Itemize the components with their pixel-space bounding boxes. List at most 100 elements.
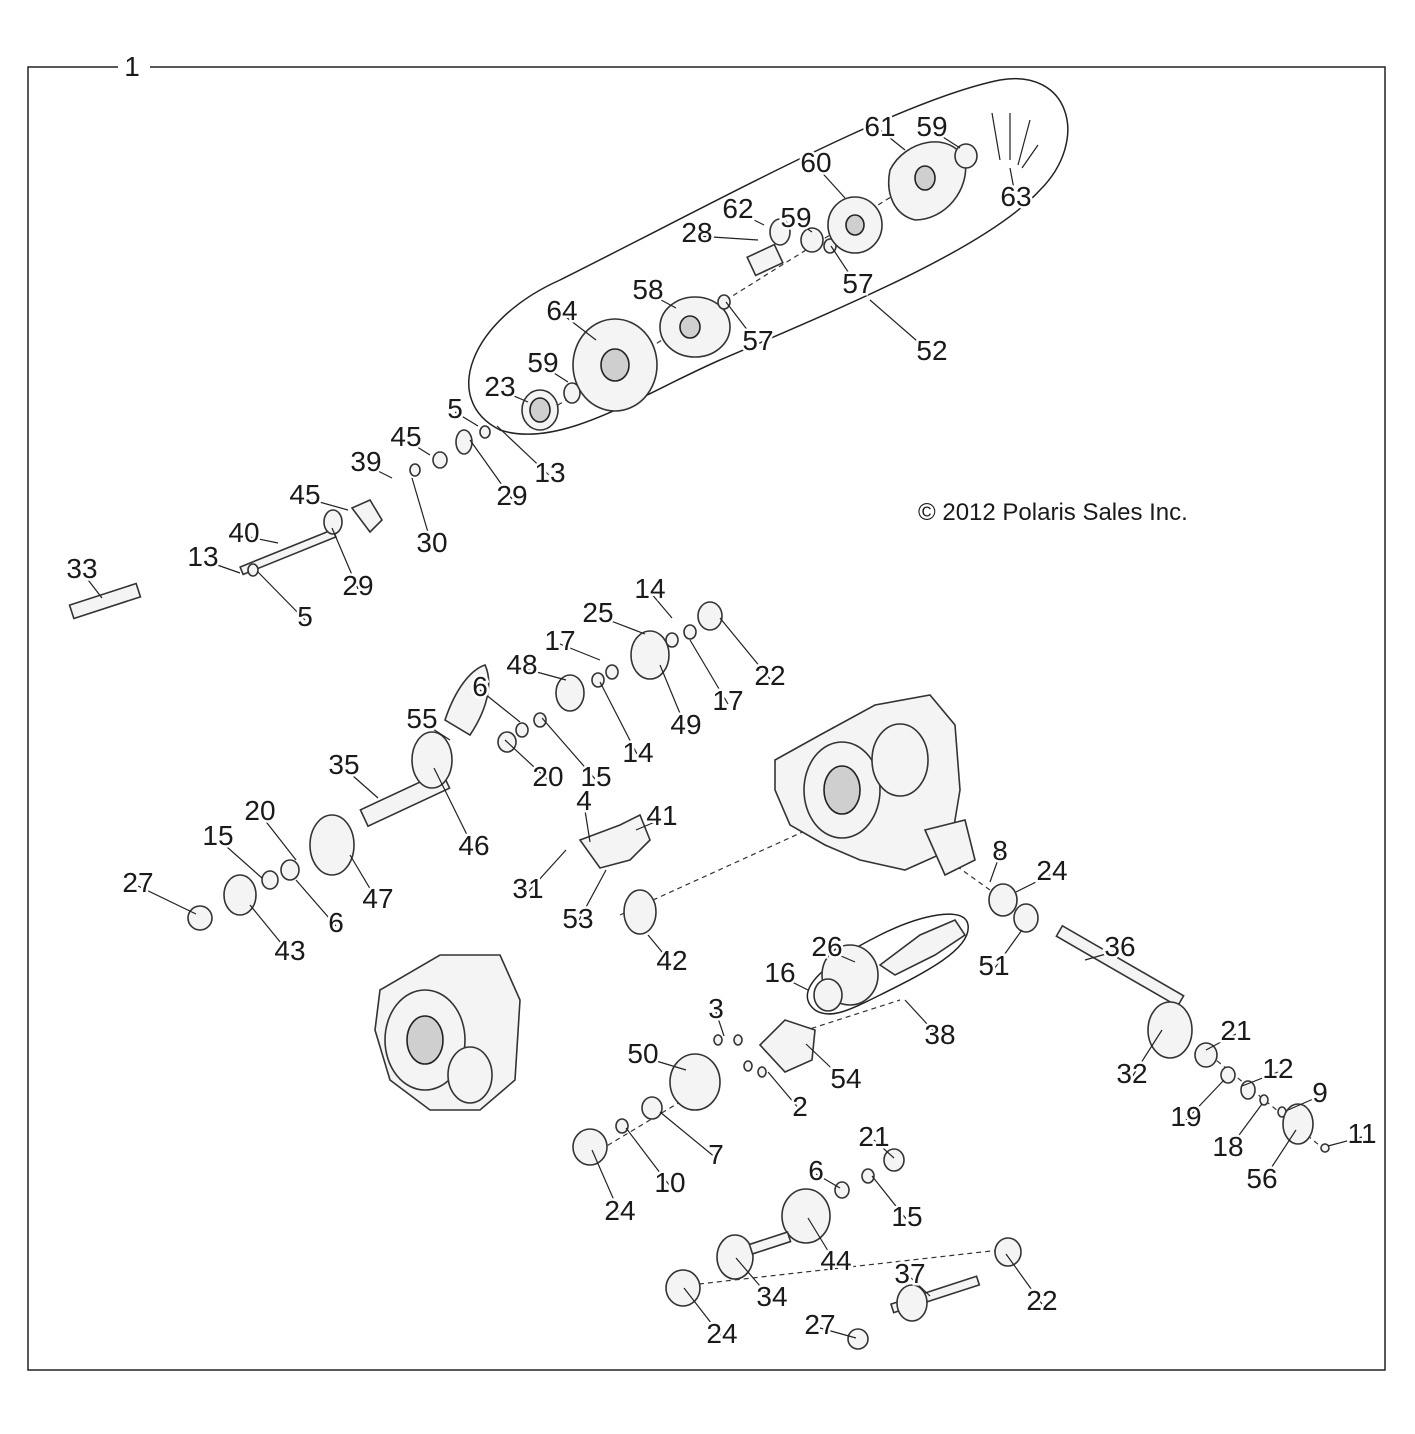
callout-label-c5a: 5 (297, 601, 313, 632)
leader-line-c6a (479, 689, 521, 723)
callout-label-c53: 53 (562, 903, 593, 934)
leader-line-c17a (559, 643, 601, 661)
leader-line-c57b (830, 245, 859, 288)
leader-line-c35 (343, 767, 379, 799)
callout-label-c5b: 5 (447, 393, 463, 424)
callout-label-c57a: 57 (742, 325, 773, 356)
leader-line-c17b (689, 639, 729, 705)
parts-middle-group (187, 601, 723, 935)
callout-label-c19: 19 (1170, 1101, 1201, 1132)
leader-line-c58 (647, 292, 677, 309)
callout-label-c37: 37 (894, 1258, 925, 1289)
leader-line-c57a (725, 301, 759, 345)
callout-label-c63: 63 (1000, 181, 1031, 212)
leader-line-c18 (1227, 1103, 1263, 1151)
leader-line-c59a (542, 365, 569, 383)
leader-line-c54 (805, 1043, 847, 1083)
callout-label-c20b: 20 (244, 795, 275, 826)
callout-label-c2: 2 (792, 1091, 808, 1122)
callout-label-c59a: 59 (527, 347, 558, 378)
leader-line-c9 (1287, 1095, 1321, 1111)
callout-label-c12: 12 (1262, 1053, 1293, 1084)
leader-line-c60 (815, 165, 846, 199)
callout-label-c26: 26 (811, 931, 842, 962)
callout-label-c14b: 14 (622, 737, 653, 768)
leader-line-c27a (137, 885, 197, 915)
leader-line-c11 (1327, 1136, 1363, 1147)
callout-label-c8: 8 (992, 835, 1008, 866)
leader-line-c6c (815, 1173, 841, 1189)
callout-label-c55: 55 (406, 703, 437, 734)
callout-label-c64: 64 (546, 295, 577, 326)
leader-line-c21a (1205, 1033, 1237, 1051)
leader-line-c43 (249, 904, 291, 955)
callout-label-c23: 23 (484, 371, 515, 402)
callout-label-c3: 3 (708, 993, 724, 1024)
callout-label-c13a: 13 (187, 541, 218, 572)
assembly-label: 1 (124, 51, 140, 82)
callout-label-c41: 41 (646, 800, 677, 831)
callout-label-c4: 4 (576, 785, 592, 816)
callout-label-c47: 47 (362, 883, 393, 914)
callout-label-c10: 10 (654, 1167, 685, 1198)
callout-label-c48: 48 (506, 649, 537, 680)
leader-line-c36 (1084, 949, 1121, 961)
leader-line-c7 (659, 1111, 717, 1159)
callout-label-c52: 52 (916, 335, 947, 366)
leader-line-c26 (826, 949, 856, 963)
callout-label-c43: 43 (274, 935, 305, 966)
callout-label-c14a: 14 (634, 573, 665, 604)
callout-label-c6a: 6 (472, 671, 488, 702)
gearcase-housing-right (774, 694, 976, 877)
leader-line-c52 (869, 299, 933, 355)
callout-label-c15a: 15 (580, 761, 611, 792)
leader-line-c15b (217, 838, 263, 879)
group-outline-52 (468, 77, 1069, 435)
leader-line-c32 (1131, 1029, 1163, 1078)
leader-line-c27b (819, 1327, 857, 1339)
callout-label-c39: 39 (350, 446, 381, 477)
leader-line-c53 (577, 869, 607, 923)
leader-line-c46 (433, 767, 475, 850)
copyright-notice: © 2012 Polaris Sales Inc. (918, 499, 1188, 526)
callout-label-c24a: 24 (1036, 855, 1067, 886)
callout-label-c16: 16 (764, 957, 795, 988)
callout-label-c15c: 15 (891, 1201, 922, 1232)
callout-label-c29b: 29 (496, 480, 527, 511)
leader-line-c38 (904, 999, 941, 1039)
leader-line-c5b (454, 411, 479, 427)
callout-label-c62: 62 (722, 193, 753, 224)
leader-line-c3 (715, 1011, 725, 1037)
leader-line-c30 (411, 477, 433, 547)
callout-label-c27a: 27 (122, 867, 153, 898)
callout-label-c44: 44 (820, 1245, 851, 1276)
callout-label-c22a: 22 (754, 660, 785, 691)
leader-line-c40 (243, 535, 279, 544)
callout-label-c38: 38 (924, 1019, 955, 1050)
leader-line-c51 (993, 929, 1023, 970)
leader-line-c14b (599, 681, 639, 757)
leader-line-c39 (365, 464, 393, 479)
callout-label-c40: 40 (228, 517, 259, 548)
callout-label-c28: 28 (681, 217, 712, 248)
leader-line-c37 (909, 1276, 931, 1297)
leader-line-c50 (642, 1056, 687, 1071)
leader-line-c8 (989, 853, 1001, 883)
callout-label-c20a: 20 (532, 761, 563, 792)
leader-line-c34 (735, 1257, 773, 1301)
callout-label-c42: 42 (656, 945, 687, 976)
callout-label-c36: 36 (1104, 931, 1135, 962)
callout-leader-lines (81, 129, 1363, 1339)
callout-label-c21b: 21 (858, 1121, 889, 1152)
callout-label-c17b: 17 (712, 685, 743, 716)
leader-line-c45b (405, 439, 431, 456)
leader-line-c44 (807, 1217, 837, 1265)
callout-label-c56: 56 (1246, 1163, 1277, 1194)
leader-line-c25 (597, 615, 646, 635)
leader-line-c41 (635, 818, 663, 831)
leader-line-c12 (1241, 1071, 1279, 1087)
callout-label-c35: 35 (328, 749, 359, 780)
leader-line-c59b (795, 220, 813, 233)
callout-label-c29a: 29 (342, 570, 373, 601)
